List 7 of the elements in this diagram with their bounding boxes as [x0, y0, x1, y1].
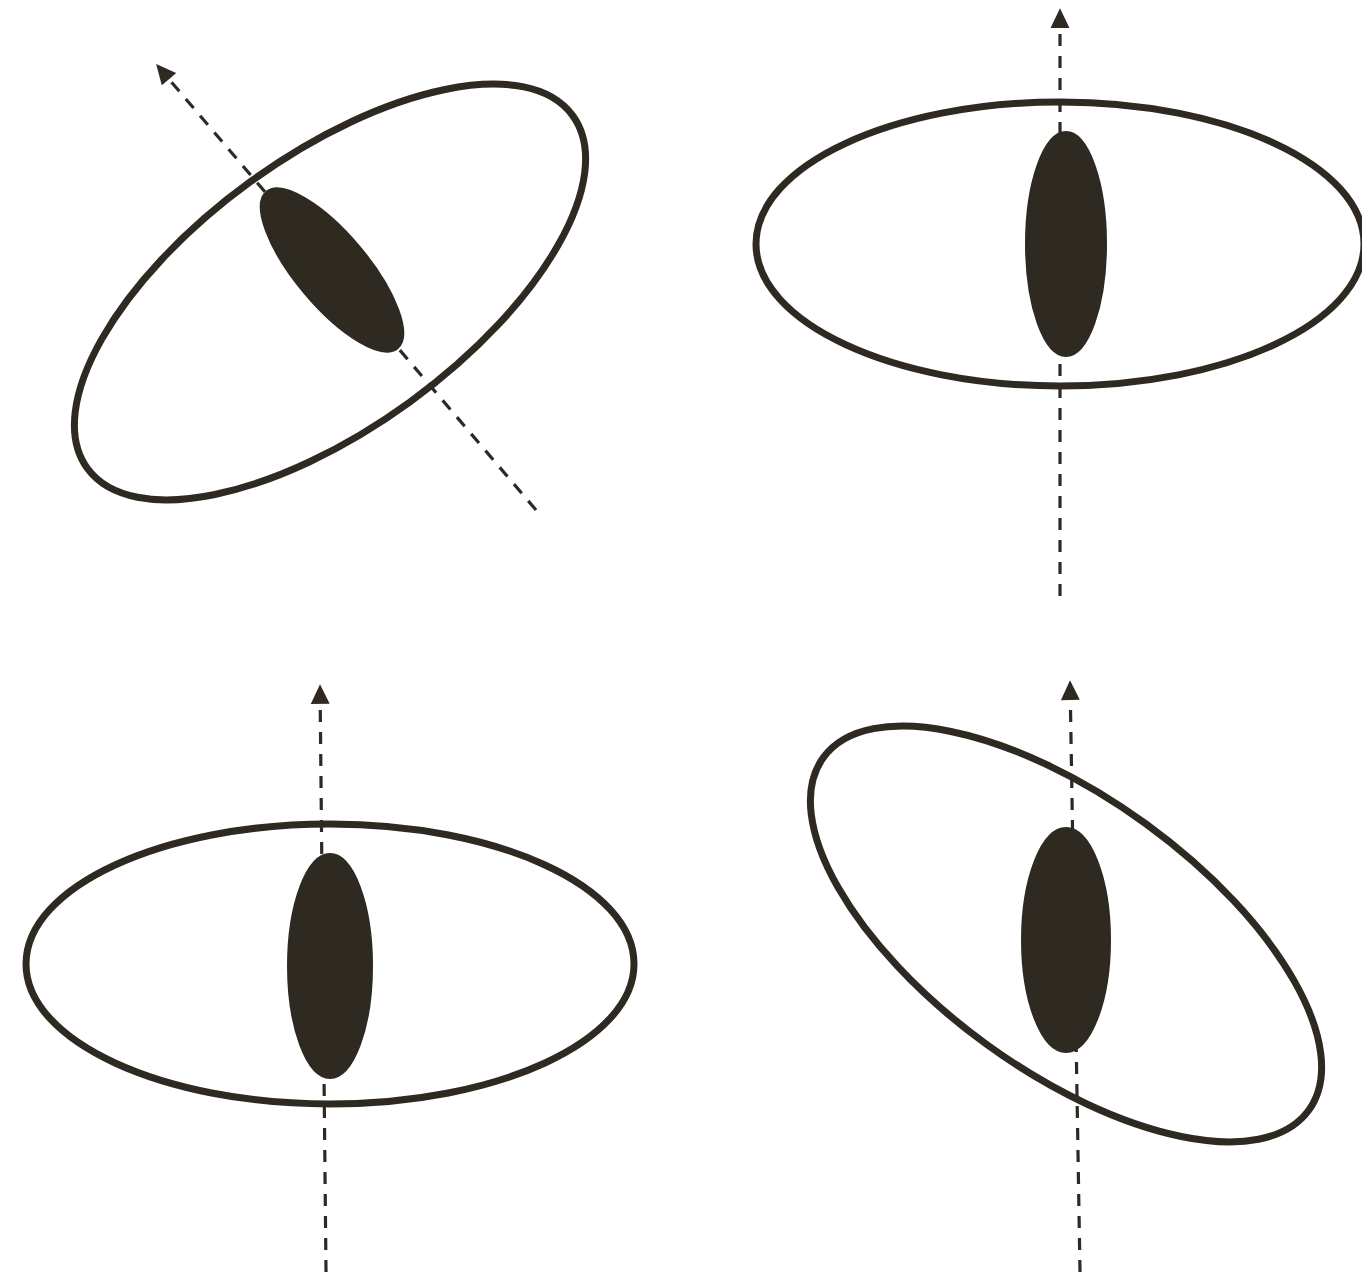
ellipse-outline — [22, 820, 638, 1108]
ellipse-outline — [807, 722, 1325, 1146]
filled-ellipse — [1021, 826, 1111, 1053]
ellipse-outline — [752, 98, 1362, 390]
ellipse-outline — [71, 80, 589, 504]
filled-ellipse — [287, 852, 373, 1079]
filled-ellipse — [1025, 131, 1107, 357]
